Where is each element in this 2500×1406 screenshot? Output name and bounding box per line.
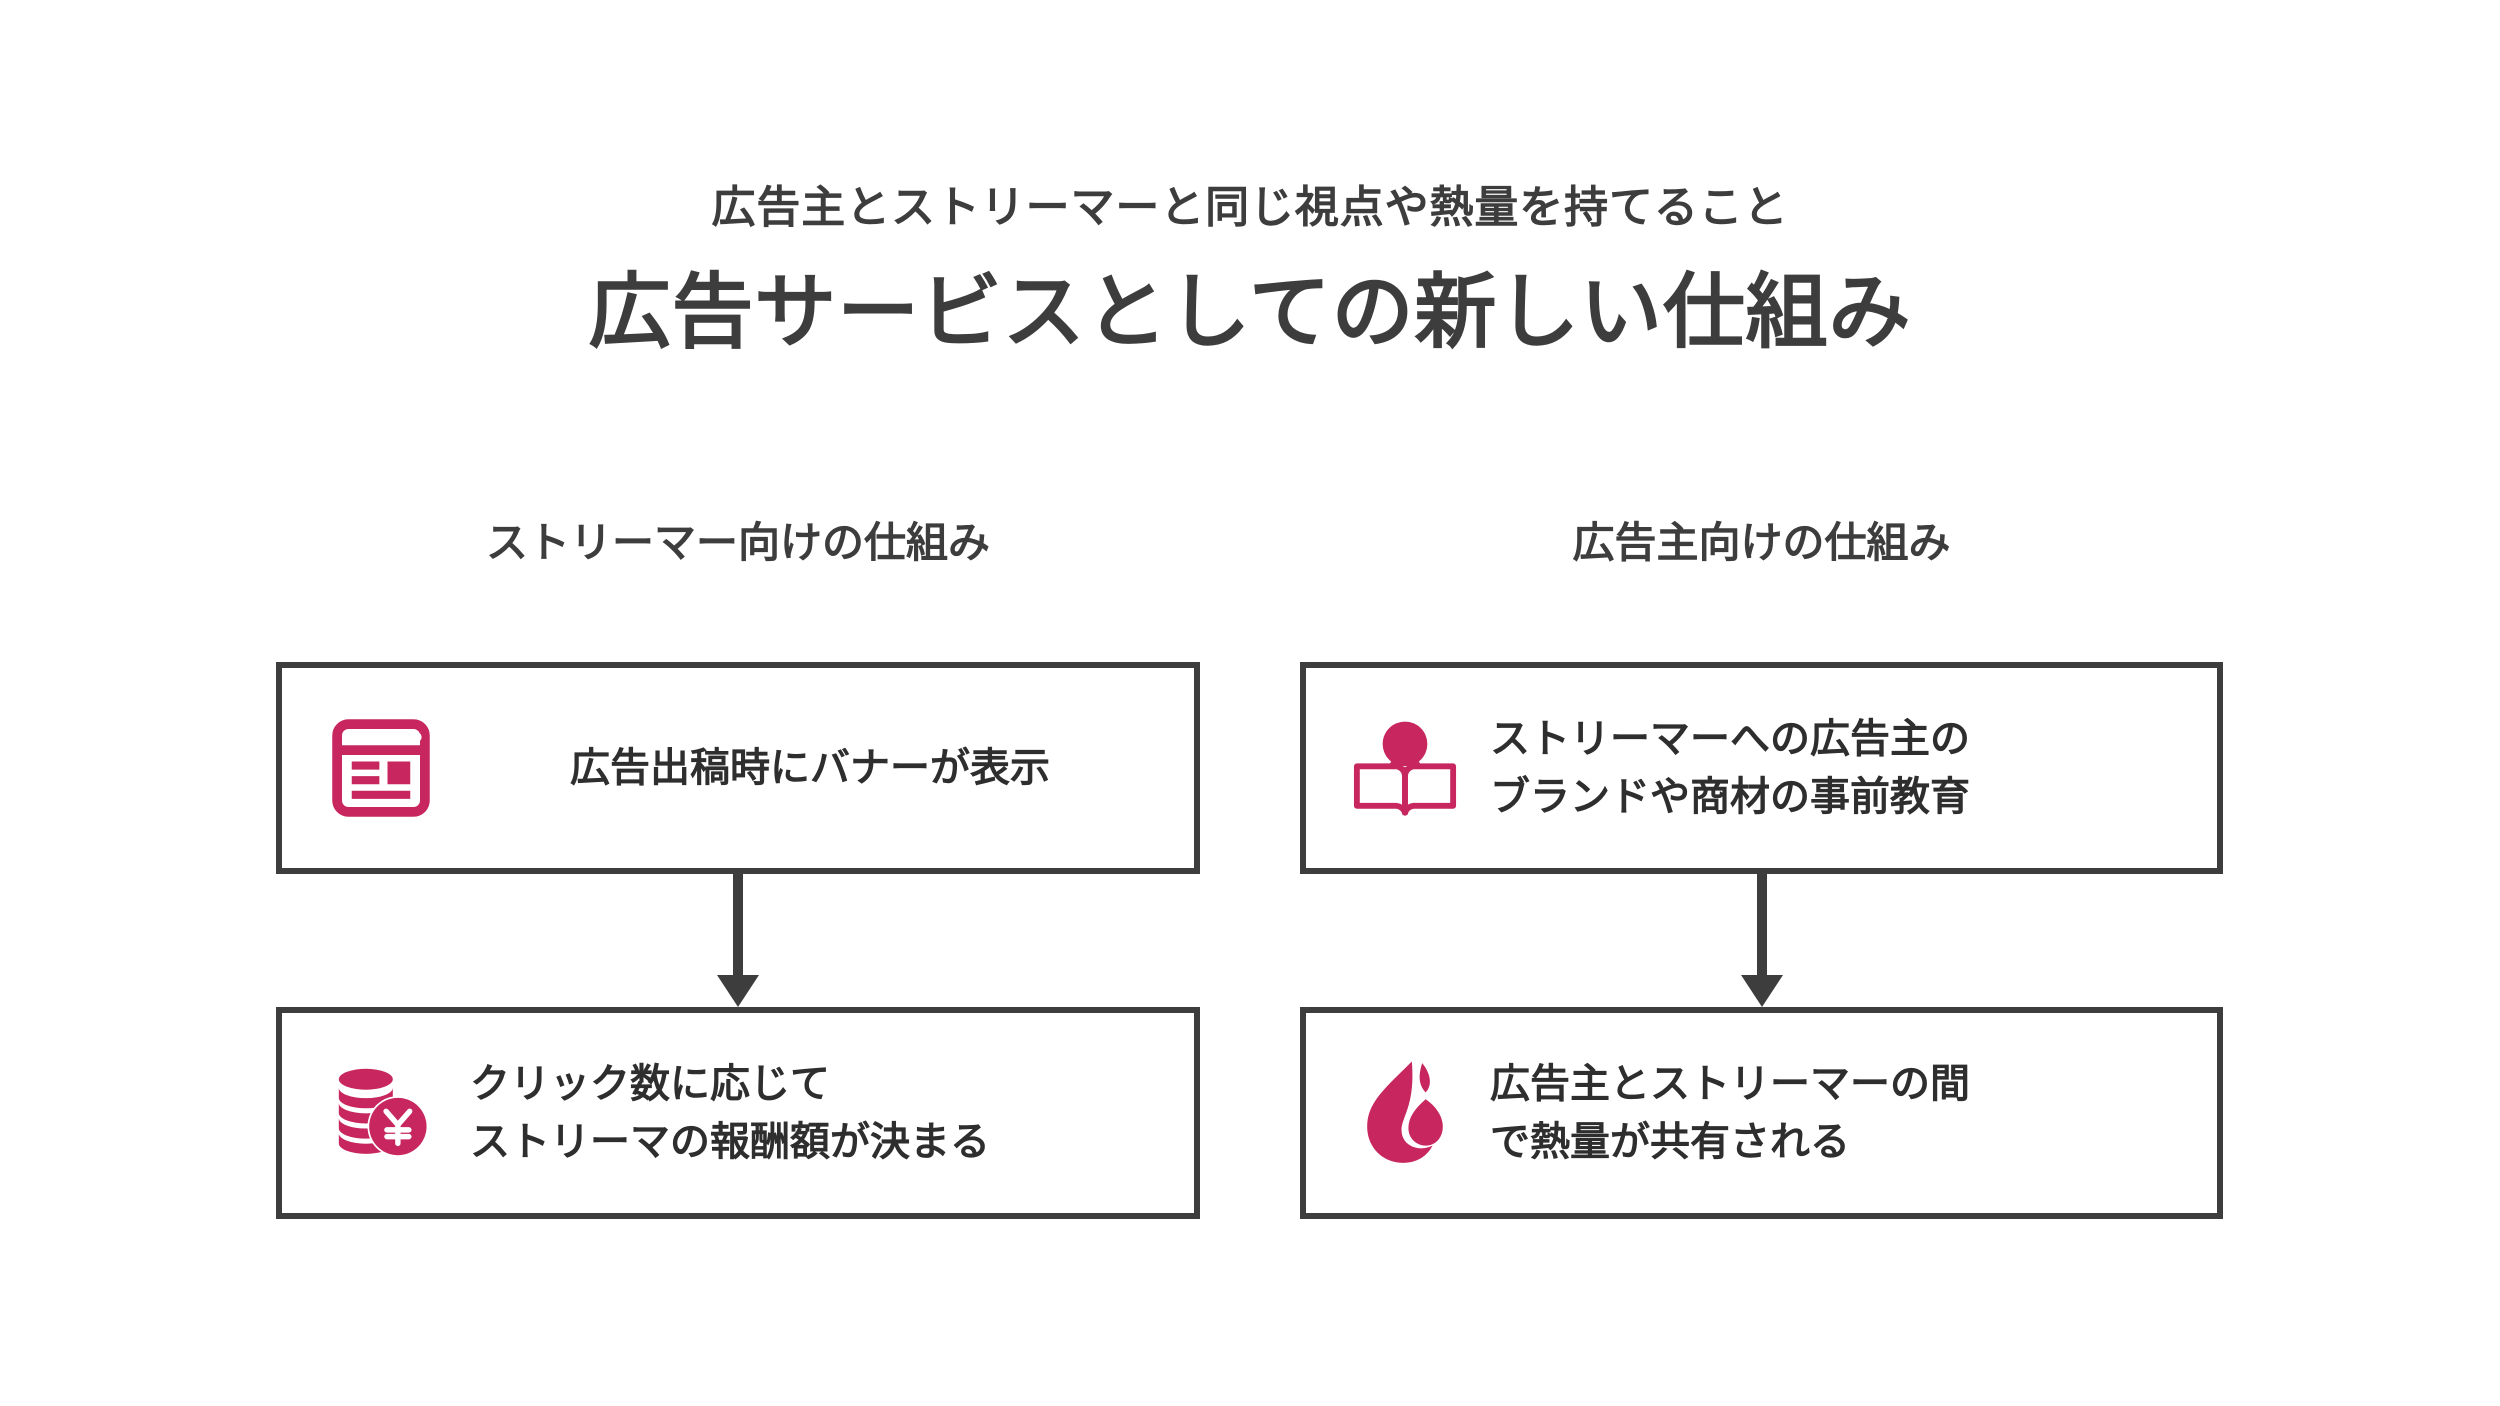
box-line: ストリーマーへの広告主の xyxy=(1490,717,1970,761)
box-banner-display-text: 広告出稿時にバナーが表示 xyxy=(456,739,1194,797)
column-header-advertiser: 広告主向けの仕組み xyxy=(1572,519,1951,566)
browser-banner-icon xyxy=(306,716,456,820)
column-header-streamer: ストリーマー向けの仕組み xyxy=(485,519,990,566)
box-pre-education-text: ストリーマーへの広告主の ブランドや商材の事前教育 xyxy=(1480,710,2217,826)
box-line: ブランドや商材の事前教育 xyxy=(1490,775,1970,819)
box-line: ストリーマの報酬額が決まる xyxy=(470,1120,990,1164)
slide-title: 広告サービスとしての新しい仕組み xyxy=(588,267,1912,358)
box-line: 広告主とストリーマーの間 xyxy=(1490,1062,1970,1106)
box-line: 広告出稿時にバナーが表示 xyxy=(570,746,1050,790)
connector-arrow-streamer xyxy=(733,874,743,978)
connector-arrowhead-streamer xyxy=(717,975,759,1007)
box-click-reward-text: クリック数に応じて ストリーマの報酬額が決まる xyxy=(456,1055,1194,1171)
box-line: で熱量が共有される xyxy=(1490,1120,1850,1164)
flame-icon xyxy=(1330,1058,1480,1168)
connector-arrow-advertiser xyxy=(1757,874,1767,978)
person-reading-book-icon xyxy=(1330,713,1480,823)
box-pre-education[interactable]: ストリーマーへの広告主の ブランドや商材の事前教育 xyxy=(1300,662,2223,874)
box-banner-display[interactable]: 広告出稿時にバナーが表示 xyxy=(276,662,1200,874)
slide-subtitle: 広告主とストリーマーと同じ視点や熱量を持てること xyxy=(711,183,1789,232)
box-click-reward[interactable]: クリック数に応じて ストリーマの報酬額が決まる xyxy=(276,1007,1200,1219)
box-line: クリック数に応じて xyxy=(470,1062,830,1106)
coins-yen-icon xyxy=(306,1059,456,1167)
box-passion-shared[interactable]: 広告主とストリーマーの間 で熱量が共有される xyxy=(1300,1007,2223,1219)
connector-arrowhead-advertiser xyxy=(1741,975,1783,1007)
box-passion-shared-text: 広告主とストリーマーの間 で熱量が共有される xyxy=(1480,1055,2217,1171)
